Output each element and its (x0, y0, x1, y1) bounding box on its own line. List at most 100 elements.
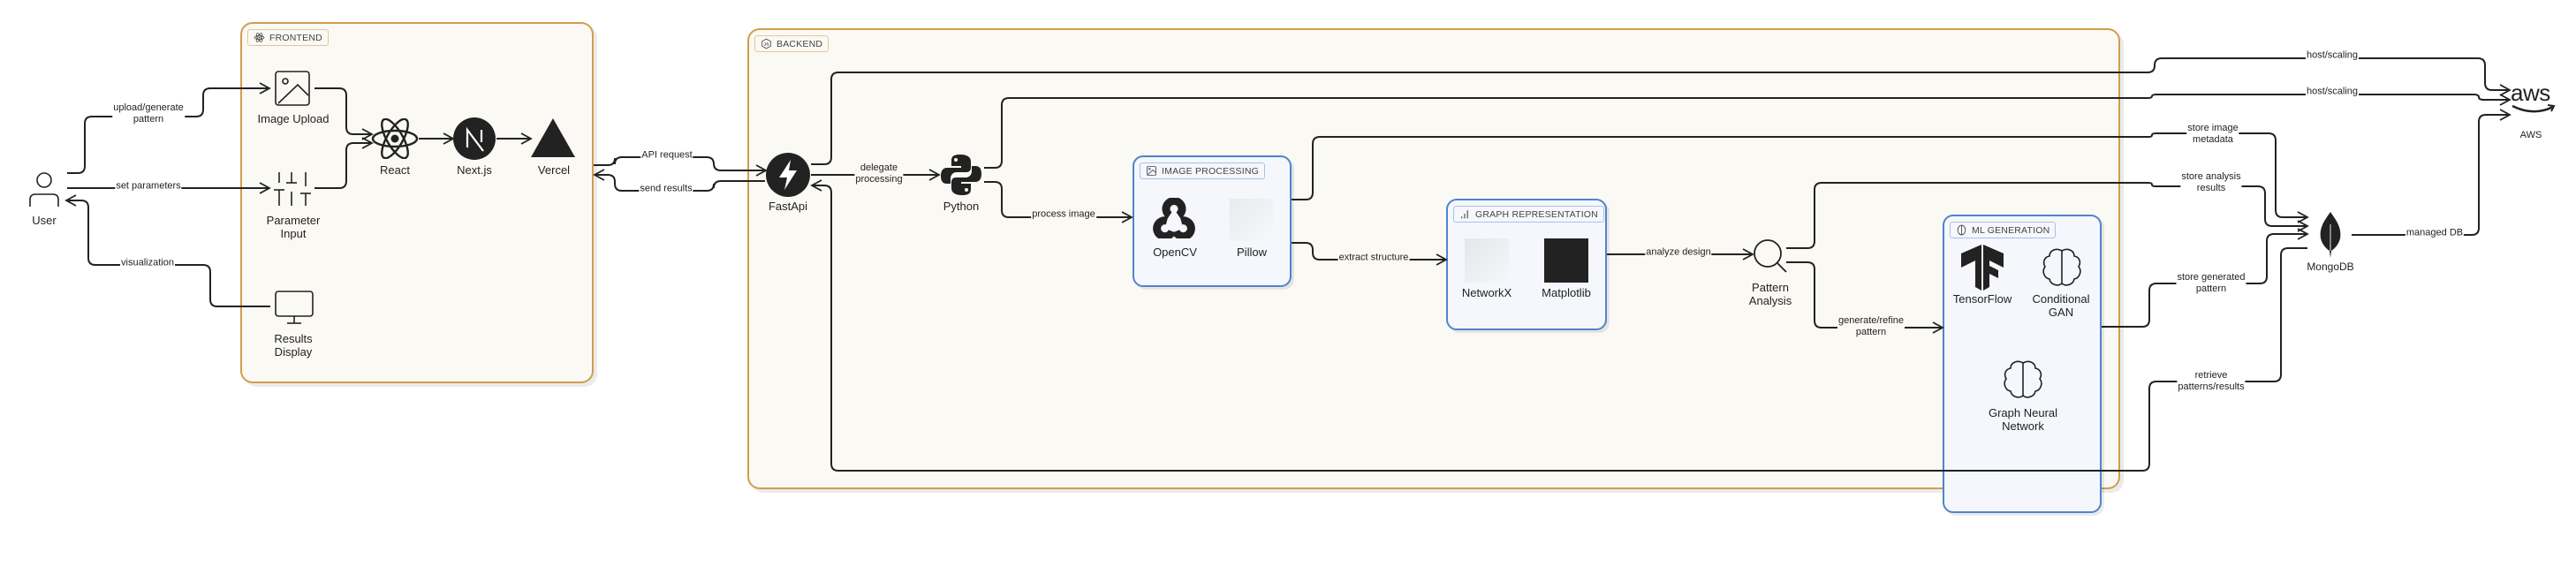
graph-representation-badge: GRAPH REPRESENTATION (1453, 206, 1604, 223)
networkx-placeholder-icon[interactable] (1465, 238, 1509, 283)
user-icon[interactable] (28, 171, 60, 208)
aws-icon[interactable]: aws (2511, 81, 2557, 117)
react-icon[interactable] (371, 118, 419, 159)
edge-upload-generate[interactable] (67, 87, 269, 174)
edge-label-host-scaling-1: host/scaling (2305, 49, 2360, 62)
brain-icon[interactable] (2042, 248, 2082, 287)
vercel-label: Vercel (537, 163, 571, 177)
edge-generate-refine[interactable] (1786, 261, 1942, 329)
edge-python-host-scaling[interactable] (984, 94, 2509, 169)
arrowhead (259, 182, 271, 194)
matplotlib-placeholder-icon[interactable] (1544, 238, 1588, 283)
edge-upload-to-react[interactable] (314, 87, 371, 135)
edge-label-api-request: API request (640, 149, 693, 162)
user-label: User (32, 214, 57, 227)
label-line: Display (274, 345, 313, 359)
edge-fastapi-host-scaling[interactable] (811, 57, 2509, 165)
label-line: delegate (860, 162, 898, 173)
edge-label-store-analysis-results: store analysis results (2180, 171, 2242, 194)
opencv-icon[interactable] (1153, 198, 1195, 238)
mongodb-leaf-icon[interactable] (2319, 212, 2342, 258)
pattern-analysis-label: Pattern Analysis (1749, 281, 1792, 307)
backend-badge: JS BACKEND (754, 35, 830, 52)
sliders-icon[interactable] (272, 170, 313, 208)
edge-store-image-metadata[interactable] (1292, 132, 2306, 218)
edge-label-visualization: visualization (120, 257, 175, 269)
arrowhead (2499, 94, 2512, 106)
fastapi-icon[interactable] (766, 153, 810, 197)
edge-params-to-react[interactable] (314, 142, 371, 189)
monitor-icon[interactable] (275, 291, 314, 326)
arrowhead (259, 82, 271, 94)
matplotlib-label: Matplotlib (1542, 286, 1591, 299)
brain-icon[interactable] (2003, 360, 2043, 399)
arrowhead (928, 169, 941, 181)
pillow-label: Pillow (1237, 245, 1267, 259)
label-line: Pattern (1752, 281, 1789, 294)
edge-managed-db[interactable] (2352, 114, 2509, 236)
edge-label-host-scaling-2: host/scaling (2305, 86, 2360, 98)
conditional-gan-label: Conditional GAN (2032, 292, 2089, 319)
label-line: Analysis (1748, 294, 1792, 307)
edge-label-analyze-design: analyze design (1645, 246, 1712, 259)
bar-chart-icon (1461, 210, 1468, 219)
arrowhead (1121, 211, 1133, 223)
brain-icon (1957, 224, 1966, 236)
label-line: upload/generate (113, 102, 184, 113)
python-label: Python (943, 200, 980, 213)
label-line: results (2196, 183, 2226, 193)
label-line: Graph Neural (1988, 406, 2058, 419)
opencv-label: OpenCV (1153, 245, 1197, 259)
arrowhead (1742, 248, 1754, 261)
arrowhead (810, 179, 822, 192)
label-line: metadata (2193, 134, 2233, 145)
python-icon[interactable] (939, 153, 983, 197)
pillow-placeholder-icon[interactable] (1230, 199, 1274, 241)
edge-retrieve-patterns[interactable] (813, 185, 2307, 472)
vercel-icon[interactable] (531, 118, 575, 157)
label-line: processing (855, 174, 903, 185)
label-line: Results (274, 332, 313, 345)
arrowhead (755, 164, 768, 177)
label-line: Network (2002, 419, 2044, 433)
arrowhead (1436, 253, 1448, 266)
search-icon[interactable] (1753, 238, 1788, 274)
label-line: pattern (1855, 327, 1887, 337)
arrowhead (2297, 211, 2309, 223)
image-processing-title: IMAGE PROCESSING (1162, 165, 1259, 177)
label-line: store generated (2177, 272, 2246, 283)
label-line: pattern (133, 114, 164, 125)
label-line: Parameter (266, 214, 321, 227)
image-upload-icon[interactable] (275, 71, 310, 106)
gnn-label: Graph Neural Network (1989, 406, 2057, 433)
arrowhead (64, 194, 77, 207)
arrowhead (1932, 321, 1944, 334)
fastapi-label: FastApi (768, 200, 808, 213)
arrowhead (2499, 84, 2512, 96)
edge-store-analysis-results[interactable] (1786, 182, 2306, 249)
label-line: Input (280, 227, 307, 240)
edge-label-retrieve-patterns: retrieve patterns/results (2177, 370, 2246, 393)
react-label: React (380, 163, 410, 177)
edge-extract-structure[interactable] (1292, 242, 1445, 261)
edge-process-image[interactable] (984, 181, 1131, 218)
image-icon (1147, 166, 1156, 176)
arrowhead (2499, 109, 2512, 121)
aws-label: AWS (2519, 130, 2542, 140)
frontend-badge: FRONTEND (247, 29, 329, 46)
edge-label-set-parameters: set parameters (115, 180, 182, 193)
nextjs-icon[interactable] (453, 117, 496, 160)
ml-generation-group: ML GENERATION (1943, 215, 2102, 513)
edge-visualization[interactable] (67, 200, 270, 307)
edge-label-delegate-processing: delegate processing (854, 162, 904, 185)
edge-label-extract-structure: extract structure (1337, 252, 1410, 264)
tensorflow-icon[interactable] (1961, 245, 2004, 291)
arrowhead (361, 128, 374, 140)
label-line: store analysis (2181, 171, 2241, 182)
frontend-title: FRONTEND (269, 32, 322, 43)
label-line: pattern (2195, 283, 2227, 294)
react-icon (254, 33, 265, 42)
ml-generation-title: ML GENERATION (1972, 224, 2050, 236)
label-line: store image (2187, 123, 2239, 133)
